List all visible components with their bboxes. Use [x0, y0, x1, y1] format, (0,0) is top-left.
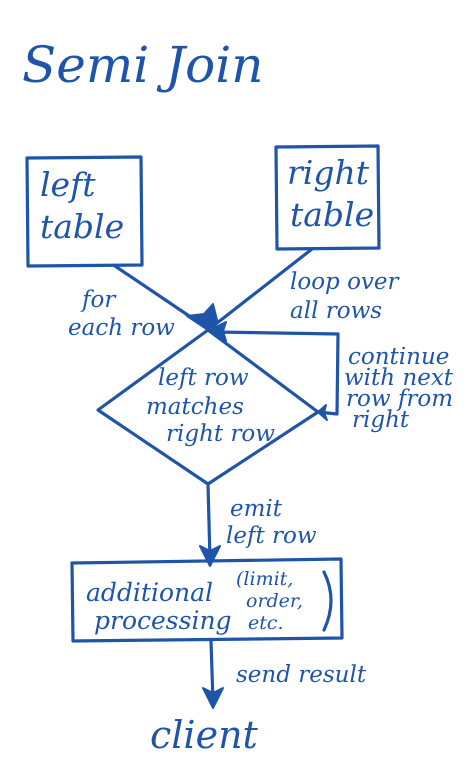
paren-close: [322, 570, 333, 632]
edge-label-line2: left row: [226, 523, 317, 549]
edge-send-result: send result: [202, 639, 367, 709]
edge-continue-loop: continue with next row from right: [207, 321, 454, 433]
loop-label-line1: continue: [348, 344, 449, 370]
edge-label-line2: each row: [68, 315, 175, 341]
left-table-box: [25, 155, 144, 268]
loop-line: [212, 330, 340, 416]
left-table-label-line2: table: [40, 207, 124, 246]
loop-label-line4: right: [352, 407, 410, 433]
processing-note-line2: order,: [246, 590, 303, 612]
edge-loop-over-all-rows: loop over all rows: [210, 247, 401, 329]
processing-label-line2: processing: [94, 606, 232, 635]
right-table-box: [274, 144, 381, 251]
processing-label-line1: additional: [86, 578, 213, 607]
left-table-node: left table: [25, 155, 144, 268]
edge-label-line2: all rows: [290, 298, 382, 324]
decision-label-line2: matches: [146, 394, 244, 420]
client-label: client: [150, 713, 259, 757]
edge-label-line1: loop over: [290, 269, 401, 295]
loop-start-arrowhead: [317, 404, 328, 421]
edge-line: [210, 247, 314, 329]
edge-label-line1: for: [80, 287, 117, 313]
arrowhead-into-decision: [186, 303, 218, 331]
diagram-title: Semi Join: [22, 36, 263, 94]
edge-for-each-row: for each row: [68, 264, 206, 341]
edge-label-line1: emit: [230, 496, 283, 522]
edge-emit-left-row: emit left row: [199, 482, 317, 567]
edge-label: send result: [236, 662, 367, 688]
processing-node: additional processing (limit, order, etc…: [70, 557, 344, 643]
decision-label-line1: left row: [158, 365, 249, 391]
loop-label-line2: with next: [344, 365, 454, 391]
processing-note-line1: (limit,: [236, 568, 293, 590]
left-table-label-line1: left: [40, 165, 96, 204]
edge-arrowhead: [202, 687, 224, 709]
edge-arrowhead: [199, 545, 221, 567]
loop-label-line3: row from: [346, 386, 453, 412]
processing-note-line3: etc.: [248, 612, 284, 634]
decision-label-line3: right row: [166, 421, 275, 447]
right-table-label-line1: right: [287, 153, 370, 192]
right-table-label-line2: table: [290, 195, 374, 234]
decision-node: left row matches right row: [96, 328, 320, 486]
processing-box: [70, 557, 344, 643]
right-table-node: right table: [274, 144, 381, 251]
loop-arrowhead: [207, 321, 227, 342]
edge-line: [206, 482, 212, 562]
